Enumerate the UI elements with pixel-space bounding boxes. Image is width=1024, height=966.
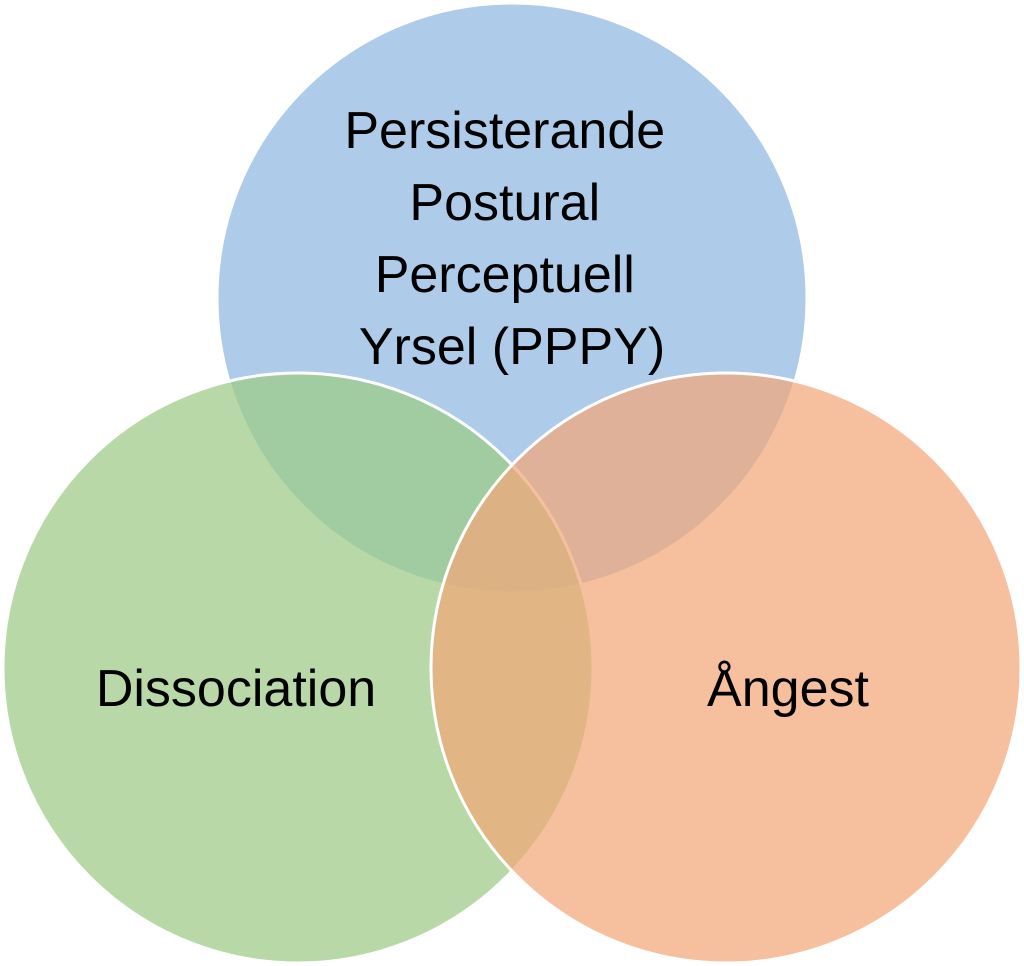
label-angest: Ångest [707,660,869,718]
label-pppy-line-3: Perceptuell [375,246,635,304]
label-pppy-line-1: Persisterande [344,102,665,160]
label-dissociation-line-1: Dissociation [96,660,376,718]
circle-angest [429,371,1023,965]
label-dissociation: Dissociation [96,660,376,718]
label-pppy: Persisterande Postural Perceptuell Yrsel… [344,102,679,376]
label-pppy-line-4: Yrsel (PPPY) [359,318,665,376]
label-angest-line-1: Ångest [707,660,869,718]
label-pppy-line-2: Postural [409,174,600,232]
